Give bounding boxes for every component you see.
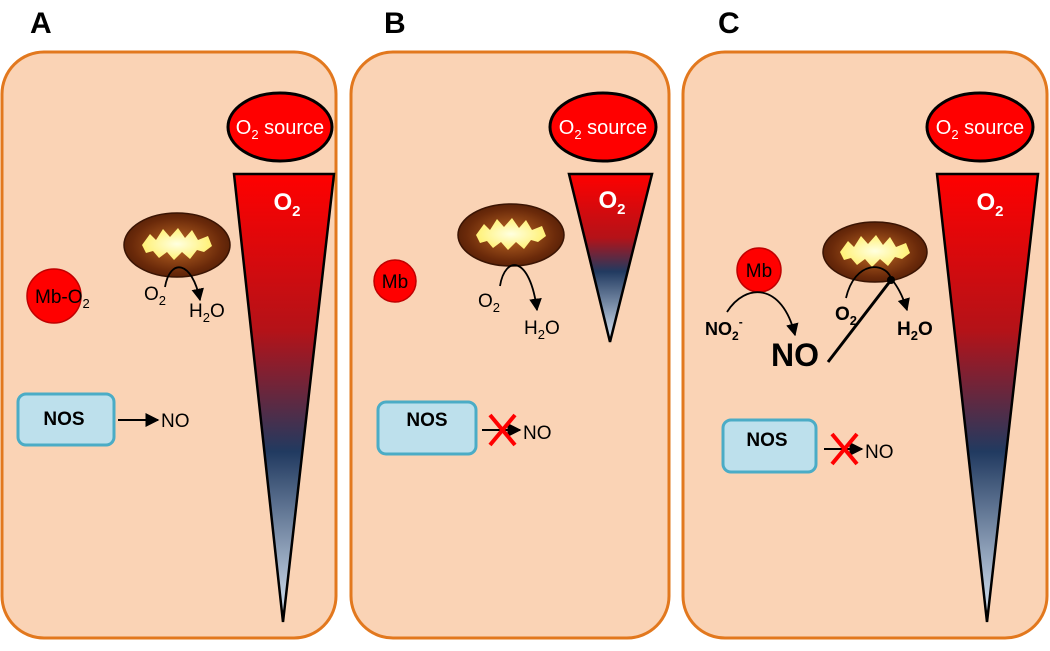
svg-text:O2 source: O2 source	[559, 117, 647, 142]
o2-source: O2 source	[548, 91, 658, 163]
blocked-x-icon	[488, 413, 517, 447]
myoglobin: Mb	[736, 247, 782, 293]
svg-text:O2: O2	[976, 189, 1003, 220]
svg-text:NOS: NOS	[43, 409, 84, 430]
nos-box: NOS	[376, 400, 478, 456]
mito-h2o-label: H2O	[524, 318, 560, 342]
svg-text:Mb: Mb	[746, 261, 772, 282]
o2-gradient: O2	[567, 172, 654, 343]
nos-product-label: NO	[161, 411, 190, 432]
panel-label: C	[718, 7, 740, 40]
nos-product-label: NO	[865, 442, 894, 463]
panel-label: A	[30, 7, 52, 40]
mito-o2-label: O2	[478, 291, 500, 315]
mito-o2-label: O2	[144, 284, 166, 308]
svg-text:O2: O2	[273, 189, 300, 220]
mito-o2-label: O2	[835, 304, 857, 328]
blocked-x-icon	[830, 432, 859, 466]
svg-text:NOS: NOS	[406, 410, 447, 431]
no-product-label: NO	[771, 337, 819, 373]
myoglobin: Mb-O2	[26, 268, 90, 324]
nos-box: NOS	[721, 418, 818, 474]
respiration-arrow	[499, 264, 542, 312]
panel-a: A O2 source O2 O2 H2O	[0, 7, 338, 640]
nitrite-label: NO2-	[705, 315, 743, 343]
no-inhibition-line	[826, 279, 893, 363]
respiration-arrow	[164, 266, 204, 302]
mitochondrion	[123, 212, 231, 278]
o2-source: O2 source	[925, 91, 1035, 163]
panel-c: C O2 source O2 O2 H2O	[681, 7, 1049, 640]
svg-text:NOS: NOS	[746, 430, 787, 451]
o2-source: O2 source	[226, 91, 334, 163]
svg-text:Mb-O2: Mb-O2	[35, 287, 90, 311]
o2-gradient: O2	[935, 172, 1040, 623]
nos-box: NOS	[16, 392, 116, 447]
nitrite-reduction-arrow	[726, 291, 799, 337]
svg-text:Mb: Mb	[382, 272, 408, 293]
mitochondrion	[822, 221, 928, 283]
svg-text:O2: O2	[598, 187, 625, 218]
panel-label: B	[384, 7, 406, 40]
mitochondrion	[457, 203, 565, 267]
mito-h2o-label: H2O	[897, 319, 933, 343]
panel-b: B O2 source O2 O2 H2O Mb	[349, 7, 671, 640]
myoglobin: Mb	[373, 259, 417, 303]
svg-text:O2 source: O2 source	[236, 117, 324, 142]
mito-h2o-label: H2O	[189, 301, 225, 325]
nos-product-label: NO	[523, 423, 552, 444]
svg-text:O2 source: O2 source	[936, 117, 1024, 142]
o2-gradient: O2	[232, 172, 336, 623]
inhibition-dot	[887, 276, 895, 284]
